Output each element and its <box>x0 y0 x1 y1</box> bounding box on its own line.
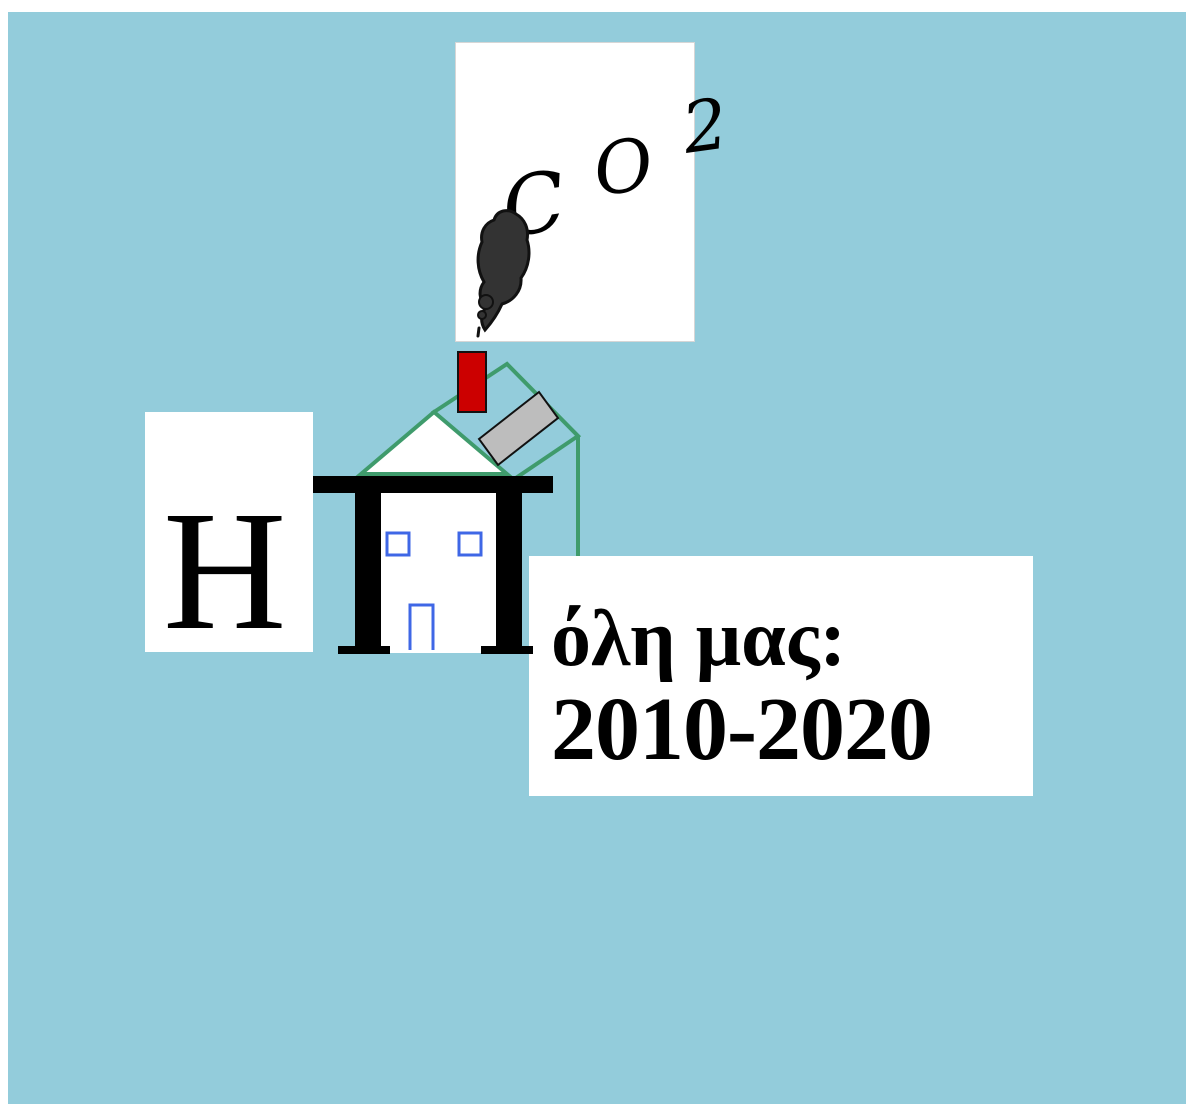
house-roof-front <box>355 409 513 476</box>
smoke-bubble-large <box>478 294 494 310</box>
chimney-icon <box>457 351 487 413</box>
title-initial-card: Η <box>145 412 313 656</box>
house-door <box>408 603 435 650</box>
smoke-cloud-icon <box>476 209 531 338</box>
house-left-column <box>355 492 381 652</box>
title-years: 2010-2020 <box>551 680 933 779</box>
title-rest: όλη μας: <box>551 595 847 683</box>
house-left-base <box>338 646 390 654</box>
house-front <box>380 490 497 653</box>
house-window-left <box>385 531 411 557</box>
house-beam <box>313 476 553 493</box>
house-window-right <box>457 531 483 557</box>
smoke-tail <box>476 326 481 338</box>
title-initial: Η <box>163 476 287 665</box>
house-icon <box>313 361 582 654</box>
house-right-base <box>481 646 533 654</box>
smoke-bubble-small <box>477 310 487 320</box>
title-text-card: όλη μας: 2010-2020 <box>529 556 1033 796</box>
house-right-column <box>496 492 522 652</box>
solar-panel-icon <box>477 390 560 467</box>
